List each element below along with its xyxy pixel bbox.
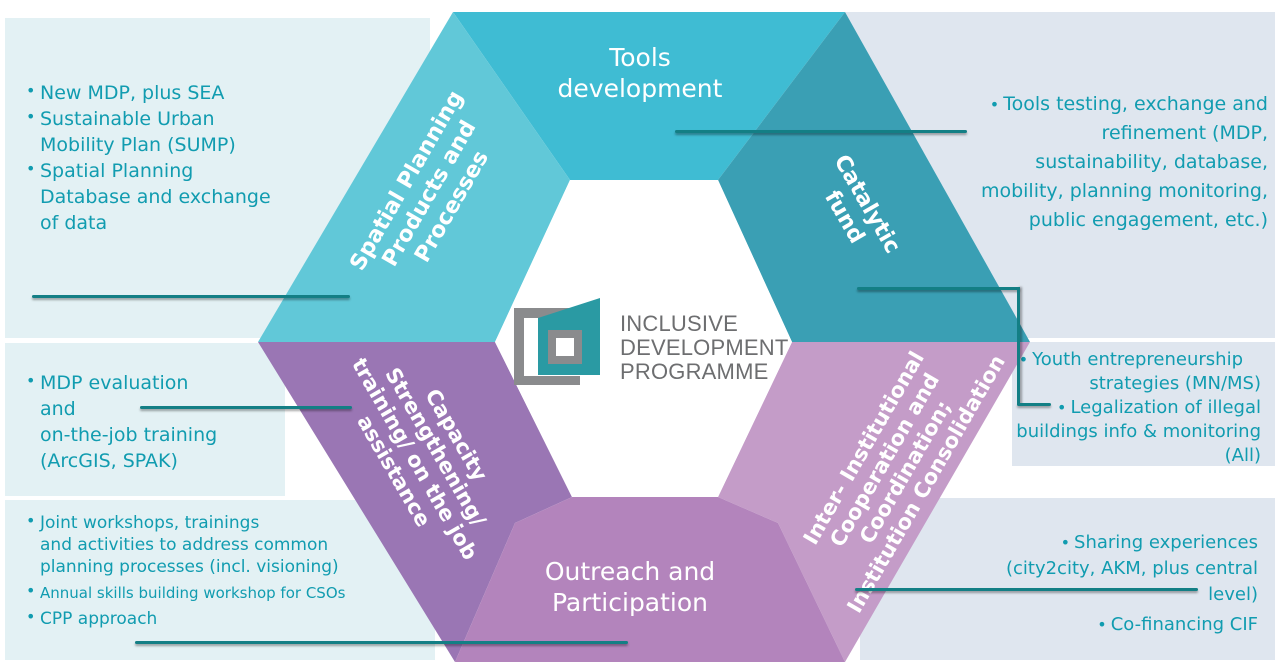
list-item: Sustainable Urban	[26, 104, 356, 132]
connector-outreach	[135, 641, 628, 644]
text-top-left: New MDP, plus SEA Sustainable Urban Mobi…	[26, 78, 356, 236]
center-hexagon	[495, 180, 792, 497]
connector-spatial-planning	[32, 295, 350, 298]
connector-catalytic-fund-end	[1017, 403, 1051, 406]
list-item-continued: Database and exchange	[40, 186, 271, 208]
text-top-right: Tools testing, exchange and refinement (…	[930, 90, 1268, 235]
list-item: Annual skills building workshop for CSOs	[26, 580, 416, 604]
segment-catalytic-fund	[718, 12, 1030, 342]
logo-line-3: PROGRAMME	[620, 359, 769, 384]
list-item-continued: planning processes (incl. visioning)	[40, 557, 339, 577]
list-item-continued: of data	[40, 212, 108, 234]
segment-spatial-planning	[258, 12, 570, 342]
list-item-continued: strategies (MN/MS)	[1089, 373, 1261, 394]
connector-capacity	[140, 406, 352, 409]
list-item: Co-financing CIF	[960, 612, 1258, 638]
list-item: MDP evaluation	[26, 368, 276, 396]
list-item-continued: mobility, planning monitoring,	[980, 180, 1268, 202]
connector-tools-development	[675, 130, 967, 133]
segment-tools-development	[453, 12, 845, 180]
logo-icon	[514, 298, 600, 385]
list-item-continued: buildings info & monitoring	[1016, 421, 1261, 442]
list-item: Tools testing, exchange and	[930, 90, 1268, 119]
segment-outreach	[455, 497, 845, 662]
label-tools-development: Tools development	[557, 43, 723, 103]
list-item-continued: on-the-job training	[40, 424, 218, 446]
logo-line-2: DEVELOPMENT	[620, 335, 789, 360]
list-item: New MDP, plus SEA	[26, 78, 356, 106]
text-mid-right: Youth entrepreneurship strategies (MN/MS…	[985, 348, 1261, 468]
connector-catalytic-fund-vertical	[1017, 287, 1020, 405]
list-item-continued: sustainability, database,	[1035, 151, 1268, 173]
connector-inter-institutional	[855, 588, 1198, 591]
list-item-continued: and	[40, 398, 76, 420]
list-item: Sharing experiences	[960, 530, 1258, 556]
panel-mid-left	[5, 343, 285, 496]
list-item-continued: (ArcGIS, SPAK)	[40, 450, 178, 472]
list-item: CPP approach	[26, 606, 416, 630]
text-bottom-left: Joint workshops, trainings and activitie…	[26, 510, 416, 630]
connector-catalytic-fund	[857, 287, 1020, 290]
label-outreach: Outreach and Participation	[544, 557, 716, 617]
text-bottom-right: Sharing experiences (city2city, AKM, plu…	[960, 530, 1258, 638]
list-item-continued: (All)	[1224, 445, 1261, 466]
text-mid-left: MDP evaluation and on-the-job training (…	[26, 368, 276, 474]
list-item-continued: (city2city, AKM, plus central	[1005, 558, 1258, 579]
logo-text: INCLUSIVE DEVELOPMENT PROGRAMME	[620, 312, 788, 384]
segment-capacity	[258, 342, 572, 662]
list-item: Joint workshops, trainings	[26, 510, 416, 534]
list-item-continued: level)	[1208, 584, 1258, 605]
list-item-continued: Mobility Plan (SUMP)	[40, 134, 236, 156]
logo-line-1: INCLUSIVE	[620, 311, 738, 336]
list-item: Youth entrepreneurship	[985, 348, 1261, 372]
segment-inter-institutional	[718, 342, 1030, 662]
list-item-continued: and activities to address common	[40, 535, 329, 555]
list-item: Legalization of illegal	[985, 396, 1261, 420]
list-item: Spatial Planning	[26, 156, 356, 184]
list-item-continued: refinement (MDP,	[1101, 122, 1268, 144]
list-item-continued: public engagement, etc.)	[1028, 209, 1268, 231]
